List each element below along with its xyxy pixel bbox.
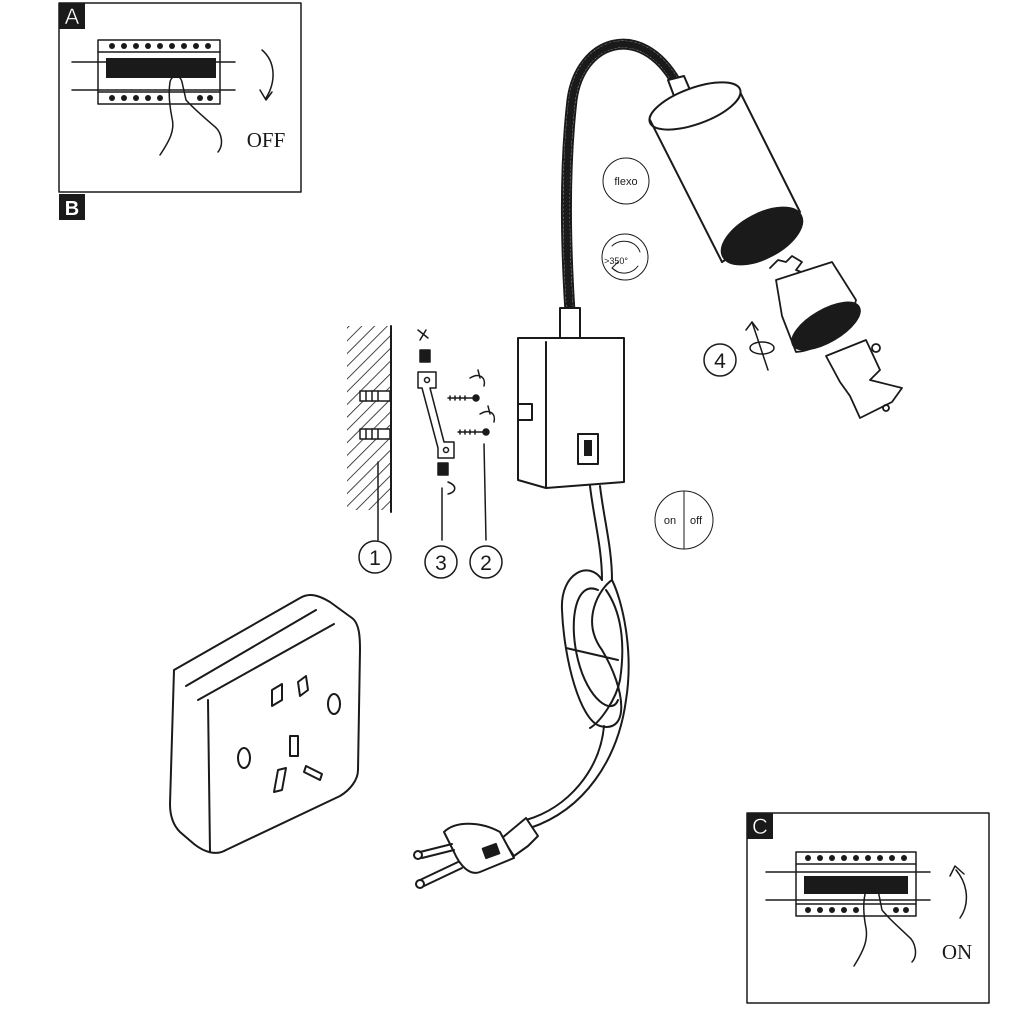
off-label: OFF bbox=[247, 128, 286, 152]
mounting-bracket-icon bbox=[417, 329, 456, 495]
panel-c-breaker-on: C ON bbox=[746, 812, 990, 1004]
gu10-bulb-icon bbox=[769, 255, 861, 353]
panel-a-breaker-off: A OFF bbox=[58, 2, 302, 193]
breaker-panel-icon bbox=[71, 39, 236, 105]
panel-b-label: B bbox=[59, 194, 85, 220]
flexo-badge: flexo bbox=[602, 157, 650, 205]
svg-text:1: 1 bbox=[369, 547, 381, 570]
callout-3: 3 bbox=[424, 545, 458, 579]
eu-plug-icon bbox=[413, 817, 539, 889]
off-switch-label: off bbox=[690, 515, 703, 527]
panel-a-letter: A bbox=[65, 4, 80, 29]
rotate-down-arrow-icon bbox=[261, 49, 274, 99]
rotate-up-arrow-icon bbox=[955, 869, 968, 919]
lamp-head bbox=[648, 75, 804, 266]
on-label: on bbox=[664, 515, 676, 527]
wall-plug-icon bbox=[359, 390, 391, 440]
on-breaker-label: ON bbox=[942, 940, 972, 964]
svg-text:4: 4 bbox=[714, 350, 726, 373]
callout-1: 1 bbox=[358, 540, 392, 574]
callout-2: 2 bbox=[469, 545, 503, 579]
callout-4: 4 bbox=[703, 343, 737, 377]
hand-icon bbox=[853, 883, 917, 967]
svg-text:2: 2 bbox=[480, 552, 492, 575]
breaker-panel-icon bbox=[765, 851, 931, 917]
wall-section bbox=[347, 325, 392, 513]
rotate-bulb-icon bbox=[745, 321, 775, 371]
screw-icon bbox=[447, 369, 496, 436]
power-cable bbox=[525, 485, 630, 829]
svg-text:3: 3 bbox=[435, 552, 447, 575]
flexo-label: flexo bbox=[614, 176, 637, 188]
rotation-badge: >350° bbox=[601, 233, 649, 281]
wall-socket-icon bbox=[169, 594, 361, 854]
bulb-holder-icon bbox=[825, 339, 903, 419]
panel-b-letter: B bbox=[65, 198, 79, 220]
rotation-label: >350° bbox=[604, 256, 628, 266]
switch-box bbox=[517, 307, 625, 489]
on-off-badge: on off bbox=[654, 490, 714, 550]
gooseneck-arm bbox=[561, 38, 682, 318]
panel-c-letter: C bbox=[752, 814, 768, 839]
hand-icon bbox=[159, 75, 223, 156]
